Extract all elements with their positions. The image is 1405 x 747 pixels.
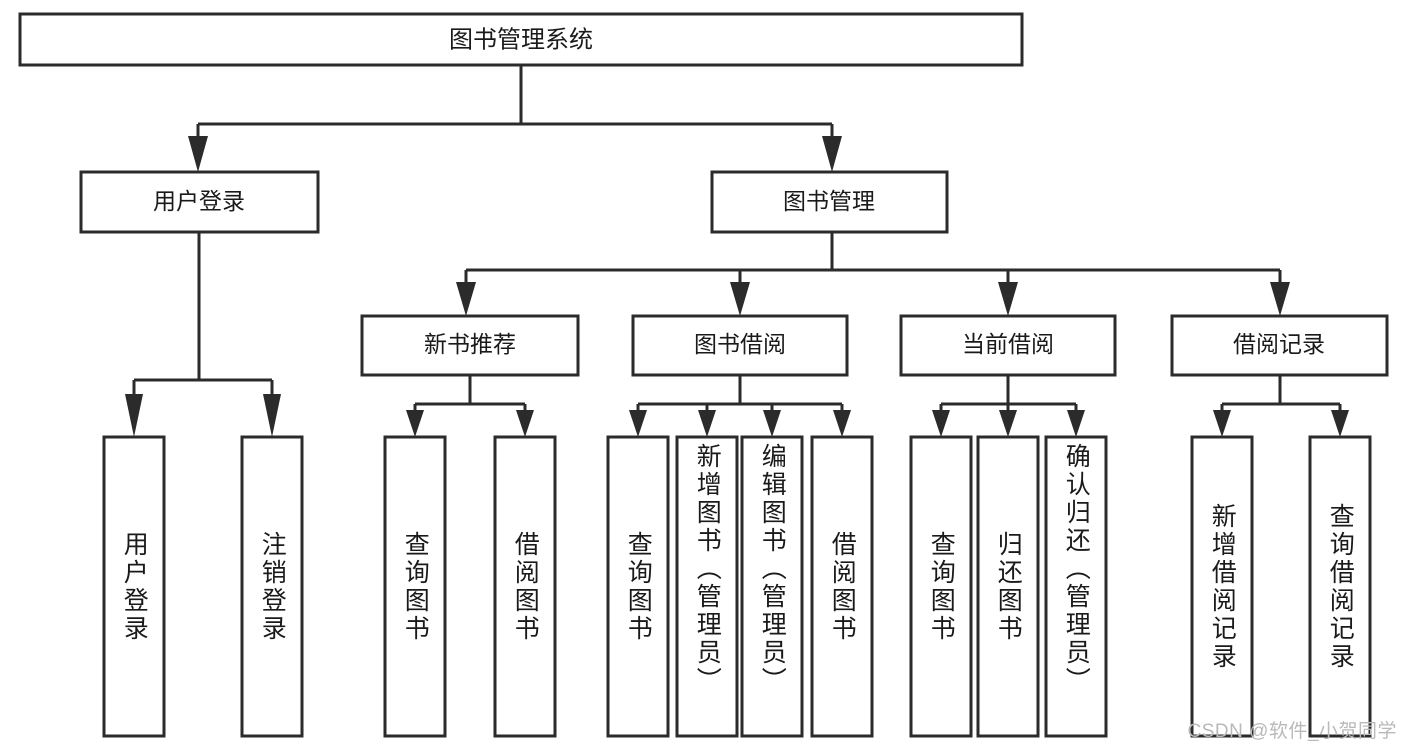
node-root-box[interactable] bbox=[18, 12, 1024, 67]
connectors-root-to-level2 bbox=[188, 65, 842, 172]
leaf-box-query-book-3[interactable] bbox=[909, 435, 973, 738]
leaf-box-confirm-return[interactable] bbox=[1044, 435, 1108, 738]
leaf-box-return-book[interactable] bbox=[976, 435, 1040, 738]
node-book-management[interactable]: 图书管理 bbox=[710, 170, 949, 234]
node-current-borrow[interactable]: 当前借阅 bbox=[899, 314, 1117, 377]
connectors-userlogin-to-leaves bbox=[125, 232, 281, 437]
node-root[interactable]: 图书管理系统 bbox=[18, 12, 1024, 67]
arrow-head-borrowrecord-leaf-1 bbox=[1213, 410, 1231, 437]
arrow-head-leaf-logout bbox=[263, 394, 281, 437]
node-user-login[interactable]: 用户登录 bbox=[79, 170, 320, 234]
leaf-boxes-borrow-record bbox=[1190, 435, 1372, 738]
leaf-box-user-login[interactable] bbox=[102, 435, 166, 738]
connectors-bookborrow-to-leaves bbox=[629, 375, 851, 437]
arrow-head-currentborrow-leaf-3 bbox=[1067, 410, 1085, 437]
leaf-box-add-record[interactable] bbox=[1190, 435, 1254, 738]
leaf-box-borrow-book-1[interactable] bbox=[493, 435, 557, 738]
arrow-head-book-manage bbox=[822, 136, 842, 172]
leaf-boxes-current-borrow bbox=[909, 435, 1108, 738]
arrow-head-user-login bbox=[188, 136, 208, 172]
node-book-borrow-label: 图书借阅 bbox=[694, 331, 786, 357]
node-book-borrow[interactable]: 图书借阅 bbox=[631, 314, 849, 377]
arrow-head-bookborrow-leaf-4 bbox=[833, 410, 851, 437]
leaf-boxes-user-login bbox=[102, 435, 304, 738]
leaf-box-edit-book[interactable] bbox=[740, 435, 804, 738]
node-book-management-label: 图书管理 bbox=[783, 188, 875, 214]
arrow-head-currentborrow-leaf-1 bbox=[932, 410, 950, 437]
leaf-box-add-book[interactable] bbox=[675, 435, 739, 738]
arrow-head-borrow-record bbox=[1270, 282, 1290, 316]
node-current-borrow-label: 当前借阅 bbox=[962, 331, 1054, 357]
arrow-head-bookborrow-leaf-1 bbox=[629, 410, 647, 437]
leaf-box-query-record[interactable] bbox=[1308, 435, 1372, 738]
node-borrow-record[interactable]: 借阅记录 bbox=[1170, 314, 1389, 377]
node-book-management-box[interactable] bbox=[710, 170, 949, 234]
arrow-head-borrowrecord-leaf-2 bbox=[1331, 410, 1349, 437]
connectors-bookmanage-to-level3 bbox=[456, 232, 1290, 316]
arrow-head-bookborrow-leaf-3 bbox=[763, 410, 781, 437]
leaf-boxes-book-borrow bbox=[606, 435, 874, 738]
connectors-currentborrow-to-leaves bbox=[932, 375, 1085, 437]
leaf-box-query-book-1[interactable] bbox=[383, 435, 447, 738]
node-current-borrow-box[interactable] bbox=[899, 314, 1117, 377]
arrow-head-newbook-leaf-2 bbox=[516, 410, 534, 437]
leaf-box-query-book-2[interactable] bbox=[606, 435, 670, 738]
arrow-head-bookborrow-leaf-2 bbox=[698, 410, 716, 437]
leaf-box-borrow-book-2[interactable] bbox=[810, 435, 874, 738]
arrow-head-new-book bbox=[456, 282, 476, 316]
arrow-head-currentborrow-leaf-2 bbox=[999, 410, 1017, 437]
arrow-head-current-borrow bbox=[998, 282, 1018, 316]
connectors-borrowrecord-to-leaves bbox=[1213, 375, 1349, 437]
node-new-book-recommend-box[interactable] bbox=[360, 314, 580, 377]
node-new-book-recommend-label: 新书推荐 bbox=[424, 331, 516, 357]
leaf-box-logout[interactable] bbox=[240, 435, 304, 738]
node-user-login-label: 用户登录 bbox=[153, 188, 245, 214]
node-borrow-record-box[interactable] bbox=[1170, 314, 1389, 377]
arrow-head-newbook-leaf-1 bbox=[406, 410, 424, 437]
node-root-label: 图书管理系统 bbox=[449, 26, 593, 53]
node-user-login-box[interactable] bbox=[79, 170, 320, 234]
connectors-newbook-to-leaves bbox=[406, 375, 534, 437]
arrow-head-leaf-user-login bbox=[125, 394, 143, 437]
node-book-borrow-box[interactable] bbox=[631, 314, 849, 377]
arrow-head-book-borrow bbox=[730, 282, 750, 316]
leaf-boxes-new-book-recommend bbox=[383, 435, 557, 738]
node-borrow-record-label: 借阅记录 bbox=[1233, 331, 1325, 357]
node-new-book-recommend[interactable]: 新书推荐 bbox=[360, 314, 580, 377]
